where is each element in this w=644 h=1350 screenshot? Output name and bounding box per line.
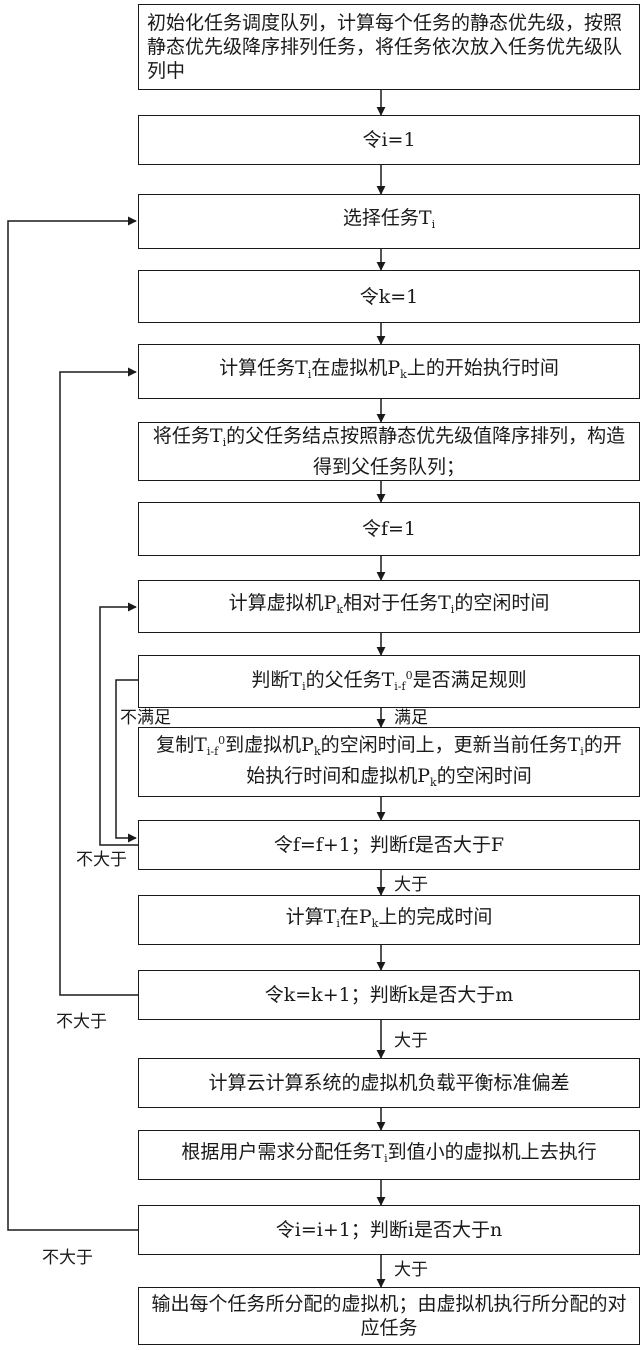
step-init-queue-text: 初始化任务调度队列，计算每个任务的静态优先级，按照静态优先级降序排列任务，将任务…	[147, 11, 631, 83]
text-part: 将任务T	[153, 425, 223, 447]
step-idle-time-text: 计算虚拟机Pk相对于任务Ti的空闲时间	[229, 591, 550, 622]
text-part: 的空闲时间	[454, 592, 549, 614]
label-greater-i: 大于	[394, 1260, 428, 1280]
subscript: k	[400, 368, 407, 381]
step-increment-f-text: 令f=f+1；判断f是否大于F	[274, 833, 504, 857]
step-set-i: 令i=1	[138, 115, 640, 165]
step-set-k: 令k=1	[138, 270, 640, 323]
text-part: 判断T	[251, 669, 302, 691]
text-part: 是否满足规则	[413, 669, 527, 691]
subscript: k	[314, 745, 321, 758]
step-increment-f: 令f=f+1；判断f是否大于F	[138, 820, 640, 870]
step-copy-update-text: 复制Ti-f0到虚拟机Pk的空闲时间上，更新当前任务Ti的开始执行时间和虚拟机P…	[147, 729, 631, 795]
arrow-k-loop	[60, 372, 138, 995]
text-part: 的父任务T	[306, 669, 395, 691]
text-part: 计算T	[286, 906, 337, 928]
step-increment-i: 令i=i+1；判断i是否大于n	[138, 1205, 640, 1255]
text-part: 的空闲时间	[437, 765, 532, 787]
text-part: 计算任务T	[219, 357, 308, 379]
text-part: 上的开始执行时间	[407, 357, 559, 379]
step-idle-time: 计算虚拟机Pk相对于任务Ti的空闲时间	[138, 580, 640, 633]
text-part: 复制T	[156, 734, 207, 756]
text-part: 在P	[340, 906, 372, 928]
step-finish-time: 计算Ti在Pk上的完成时间	[138, 895, 640, 945]
step-output-text: 输出每个任务所分配的虚拟机；由虚拟机执行所分配的对应任务	[147, 1292, 631, 1340]
step-load-balance-text: 计算云计算系统的虚拟机负载平衡标准偏差	[208, 1071, 569, 1095]
step-output: 输出每个任务所分配的虚拟机；由虚拟机执行所分配的对应任务	[138, 1287, 640, 1345]
superscript: 0	[406, 669, 413, 682]
label-not-satisfied: 不满足	[120, 708, 171, 728]
text-part: 到虚拟机P	[225, 734, 314, 756]
label-greater-f: 大于	[394, 875, 428, 895]
step-select-task-text: 选择任务Ti	[343, 206, 435, 237]
step-assign-task: 根据用户需求分配任务Ti到值小的虚拟机上去执行	[138, 1130, 640, 1180]
text-part: 上的完成时间	[378, 906, 492, 928]
text-part: 到值小的虚拟机上去执行	[388, 1141, 597, 1163]
step-parent-queue: 将任务Ti的父任务结点按照静态优先级值降序排列，构造得到父任务队列；	[138, 422, 640, 481]
text-part: 相对于任务T	[343, 592, 451, 614]
label-greater-k: 大于	[394, 1031, 428, 1051]
step-increment-i-text: 令i=i+1；判断i是否大于n	[276, 1218, 502, 1242]
subscript: i-f	[207, 745, 218, 758]
step-init-queue: 初始化任务调度队列，计算每个任务的静态优先级，按照静态优先级降序排列任务，将任务…	[138, 4, 640, 90]
step-finish-time-text: 计算Ti在Pk上的完成时间	[286, 905, 493, 936]
step-set-i-text: 令i=1	[362, 128, 415, 152]
text-part: 选择任务T	[343, 207, 432, 229]
step-set-f-text: 令f=1	[362, 517, 416, 541]
step-start-time: 计算任务Ti在虚拟机Pk上的开始执行时间	[138, 344, 640, 399]
arrow-not-satisfied	[116, 680, 138, 838]
step-increment-k-text: 令k=k+1；判断k是否大于m	[265, 983, 514, 1007]
step-set-k-text: 令k=1	[360, 285, 419, 309]
step-assign-task-text: 根据用户需求分配任务Ti到值小的虚拟机上去执行	[181, 1140, 596, 1171]
step-start-time-text: 计算任务Ti在虚拟机Pk上的开始执行时间	[219, 356, 559, 387]
step-increment-k: 令k=k+1；判断k是否大于m	[138, 970, 640, 1020]
text-part: 根据用户需求分配任务T	[181, 1141, 384, 1163]
subscript: i	[432, 218, 436, 231]
step-load-balance: 计算云计算系统的虚拟机负载平衡标准偏差	[138, 1058, 640, 1108]
label-not-greater-i: 不大于	[42, 1248, 93, 1268]
label-not-greater-k: 不大于	[56, 1012, 107, 1032]
step-check-rule-text: 判断Ti的父任务Ti-f0是否满足规则	[251, 664, 526, 699]
subscript: i-f	[394, 680, 405, 693]
subscript: k	[430, 776, 437, 789]
label-not-greater-f: 不大于	[76, 850, 127, 870]
step-select-task: 选择任务Ti	[138, 194, 640, 249]
step-copy-update: 复制Ti-f0到虚拟机Pk的空闲时间上，更新当前任务Ti的开始执行时间和虚拟机P…	[138, 727, 640, 797]
text-part: 的父任务结点按照静态优先级值降序排列，构造得到父任务队列；	[226, 425, 625, 478]
step-set-f: 令f=1	[138, 502, 640, 556]
text-part: 在虚拟机P	[311, 357, 400, 379]
text-part: 计算虚拟机P	[229, 592, 337, 614]
label-satisfied: 满足	[394, 708, 428, 728]
step-check-rule: 判断Ti的父任务Ti-f0是否满足规则	[138, 655, 640, 708]
text-part: 的空闲时间上，更新当前任务T	[321, 734, 581, 756]
step-parent-queue-text: 将任务Ti的父任务结点按照静态优先级值降序排列，构造得到父任务队列；	[147, 424, 631, 479]
